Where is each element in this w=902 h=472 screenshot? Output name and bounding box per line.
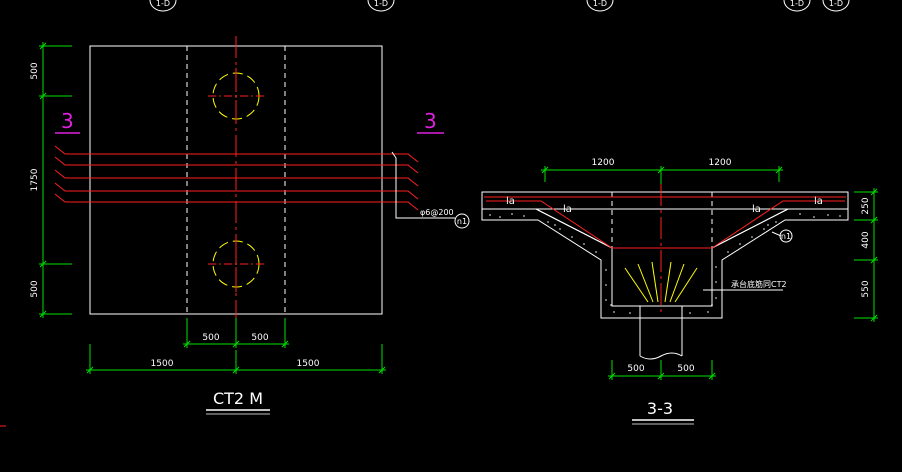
dim-left-middle: 1750 xyxy=(30,168,40,191)
la-label: la xyxy=(752,204,761,215)
grid-bubble: 1-D xyxy=(822,0,850,12)
grid-bubble-label: 1-D xyxy=(374,0,388,8)
section-pile-rebars xyxy=(624,261,698,303)
dim-left-bottom: 500 xyxy=(30,280,40,297)
section-pile-note: 承台底筋同CT2 xyxy=(703,279,787,291)
dim-bottom-outer-left: 1500 xyxy=(151,359,174,369)
section-dim-right-middle: 400 xyxy=(861,231,871,248)
grid-bubble-label: 1-D xyxy=(593,0,607,8)
dim-bottom-inner-right: 500 xyxy=(251,333,268,343)
section-dim-right-bottom: 550 xyxy=(861,280,871,297)
section-pile xyxy=(639,306,683,360)
section-mark-label: 3 xyxy=(424,109,437,133)
grid-bubble-label: 1-D xyxy=(156,0,170,8)
section-hatch-dots xyxy=(489,213,841,314)
section-title: 3-3 xyxy=(647,399,673,418)
dim-bottom-outer-right: 1500 xyxy=(297,359,320,369)
plan-rebar-callout: φ6@200 n1 xyxy=(391,151,470,229)
section-view: 1200 1200 xyxy=(481,158,878,425)
grid-bubble: 1-D xyxy=(783,0,811,12)
plan-dims-bottom-outer xyxy=(86,344,386,374)
plan-view: φ6@200 n1 3 3 500 1750 500 xyxy=(30,36,470,415)
plan-dims-bottom-inner xyxy=(183,318,289,348)
grid-bubble: 1-D xyxy=(149,0,177,12)
dim-left-top: 500 xyxy=(30,62,40,79)
rebar-callout-text: φ6@200 xyxy=(420,208,454,217)
rebar-tag: n1 xyxy=(781,232,791,241)
section-mark-left: 3 xyxy=(55,109,80,134)
grid-bubble: 1-D xyxy=(367,0,395,12)
section-dim-top-left: 1200 xyxy=(592,158,615,168)
section-rebars xyxy=(484,196,846,249)
section-mark-label: 3 xyxy=(61,109,74,133)
section-slab-top xyxy=(481,191,849,210)
section-dim-bottom-left: 500 xyxy=(627,364,644,374)
section-pit xyxy=(611,247,713,307)
rebar-tag: n1 xyxy=(457,217,467,226)
section-dim-right-top: 250 xyxy=(861,197,871,214)
la-label: la xyxy=(814,196,823,207)
grid-bubble-label: 1-D xyxy=(790,0,804,8)
dim-bottom-inner-left: 500 xyxy=(202,333,219,343)
section-mark-right: 3 xyxy=(417,109,444,134)
grid-bubble-label: 1-D xyxy=(829,0,843,8)
la-label: la xyxy=(506,196,515,207)
section-dims-top xyxy=(541,166,783,190)
section-rebar-tag: n1 xyxy=(771,229,793,243)
section-dim-bottom-right: 500 xyxy=(677,364,694,374)
grid-bubble: 1-D xyxy=(586,0,614,12)
section-dims-right xyxy=(854,188,878,322)
grid-bubbles: 1-D 1-D 1-D 1-D 1-D xyxy=(149,0,850,12)
section-dims-bottom xyxy=(608,360,716,380)
pile-note-text: 承台底筋同CT2 xyxy=(731,279,787,289)
la-label: la xyxy=(563,204,572,215)
pile-top xyxy=(208,68,264,124)
section-dim-top-right: 1200 xyxy=(709,158,732,168)
plan-dims-left xyxy=(39,42,72,318)
plan-rebars xyxy=(54,145,419,211)
pile-bottom xyxy=(208,236,264,292)
plan-title: CT2 M xyxy=(213,389,263,408)
